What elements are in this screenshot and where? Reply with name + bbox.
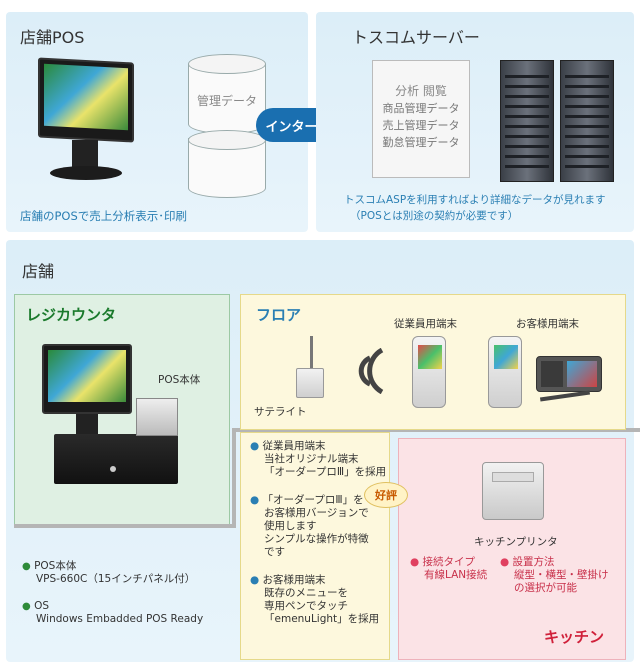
customer-terminal-handheld [488,336,522,408]
kitchen-printer-image [478,452,548,524]
floor-bullet-2: ● 「オーダープロⅢ」を お客様用バージョンで 使用します シンプルな操作が特徴… [250,494,369,559]
kitchen-bullet-2: ● 設置方法 縦型・横型・壁掛け の選択が可能 [500,556,609,595]
wireless-signal-icon [358,348,384,394]
network-line [14,524,232,528]
bullet-text: 従業員用端末 [262,440,326,452]
bullet-text: 専用ペンでタッチ [264,600,348,612]
bullet-text: 「オーダープロⅢ」を採用 [264,466,387,478]
pos-body-label: POS本体 [158,374,201,386]
pos-terminal-image [30,57,140,190]
bullet-icon: ● [250,494,260,506]
toscom-caption-2: （POSとは別途の契約が必要です） [350,210,519,222]
bullet-text: 「emenuLight」を採用 [264,613,380,625]
bullet-icon: ● [500,556,510,568]
bullet-text: Windows Embadded POS Ready [36,613,204,625]
bullet-text: 既存のメニューを [264,587,348,599]
bullet-text: お客様用バージョンで [264,507,369,519]
bullet-text: お客様用端末 [262,574,326,586]
register-counter-title: レジカウンタ [26,306,117,324]
doc-line-analysis: 分析 閲覧 [395,84,447,98]
bullet-icon: ● [250,440,260,452]
bullet-text: VPS-660C（15インチパネル付） [36,573,196,585]
floor-title: フロア [256,306,302,324]
bullet-text: 縦型・横型・壁掛け [514,569,609,581]
toscom-caption-1: トスコムASPを利用すればより詳細なデータが見れます [344,194,606,206]
bullet-text: 当社オリジナル端末 [264,453,359,465]
network-line-v [232,428,236,528]
bullet-icon: ● [250,574,260,586]
bullet-text: 接続タイプ [422,556,476,568]
store-pos-caption: 店舗のPOSで売上分析表示･印刷 [20,209,188,223]
management-data-drum: 管理データ [188,54,266,204]
bullet-text: の選択が可能 [514,582,577,594]
floor-notes-panel [240,432,390,660]
toscom-server-title: トスコムサーバー [352,28,480,47]
doc-line-sales: 売上管理データ [382,119,460,132]
drum-label: 管理データ [196,94,257,108]
satellite-label: サテライト [254,406,307,418]
customer-terminal-label: お客様用端末 [516,318,579,330]
store-title: 店舗 [22,262,55,281]
register-bullet-1: ● POS本体 VPS-660C（15インチパネル付） [22,560,195,586]
satellite-image [292,336,328,400]
kitchen-printer-label: キッチンプリンタ [474,536,558,548]
doc-line-product: 商品管理データ [382,102,460,115]
bullet-text: シンプルな操作が特徴 [264,533,369,545]
popular-badge-text: 好評 [375,489,397,502]
staff-terminal-image [412,336,446,408]
bullet-text: 使用します [264,520,317,532]
kitchen-title: キッチン [544,628,605,646]
floor-bullet-3: ● お客様用端末 既存のメニューを 専用ペンでタッチ 「emenuLight」を… [250,574,379,626]
bullet-icon: ● [22,561,31,572]
server-rack-left [500,60,554,182]
kitchen-bullet-1: ● 接続タイプ 有線LAN接続 [410,556,487,582]
store-pos-title: 店舗POS [20,28,85,47]
network-line-h2 [232,428,640,432]
server-rack-right [560,60,614,182]
popular-badge: 好評 [364,482,408,508]
bullet-text: 設置方法 [512,556,555,568]
bullet-text: 有線LAN接続 [424,569,488,581]
bullet-text: 「オーダープロⅢ」を [262,494,364,506]
staff-terminal-label: 従業員用端末 [394,318,457,330]
customer-terminal-tablet [536,356,602,392]
bullet-icon: ● [22,601,31,612]
bullet-text: OS [34,600,50,612]
doc-line-attendance: 勤怠管理データ [382,136,460,149]
bullet-text: POS本体 [34,560,77,572]
data-document: 分析 閲覧 商品管理データ 売上管理データ 勤怠管理データ [372,60,470,178]
bullet-text: です [264,546,285,558]
register-bullet-2: ● OS Windows Embadded POS Ready [22,600,203,626]
pos-with-drawer-image [40,340,190,490]
floor-bullet-1: ● 従業員用端末 当社オリジナル端末 「オーダープロⅢ」を採用 [250,440,386,479]
bullet-icon: ● [410,556,420,568]
